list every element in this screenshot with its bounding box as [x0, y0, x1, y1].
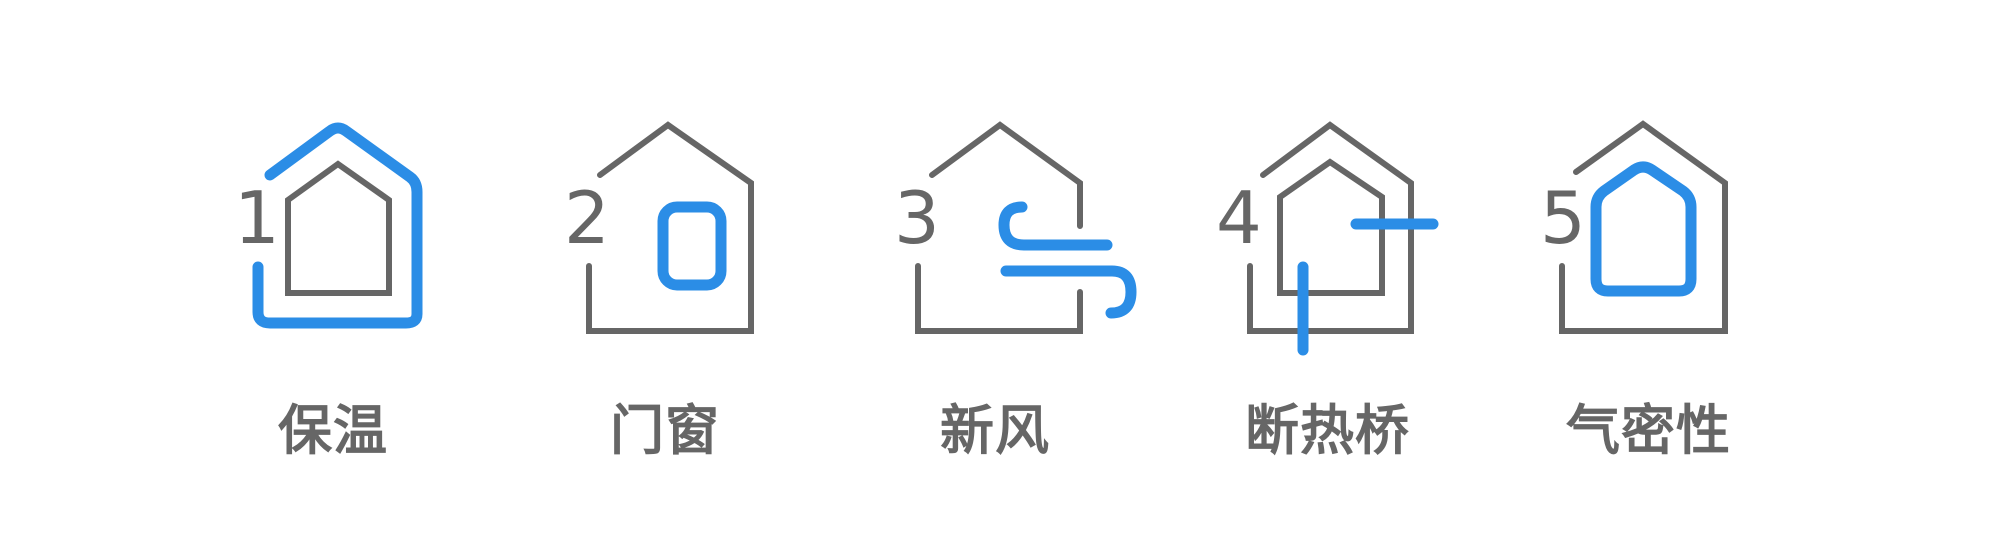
- feature-number: 5: [1540, 176, 1586, 260]
- feature-number: 3: [894, 176, 940, 260]
- house-window-icon: [586, 121, 754, 334]
- house-thermal-bridge-icon: [1247, 121, 1439, 356]
- house-airtightness-icon: [1559, 120, 1728, 334]
- feature-number: 4: [1216, 176, 1262, 260]
- house-ventilation-icon: [915, 121, 1137, 334]
- feature-number: 1: [234, 176, 280, 260]
- feature-label: 气密性: [1566, 399, 1731, 462]
- feature-label: 新风: [940, 399, 1050, 462]
- feature-airtightness: 5 气密性: [1530, 0, 1830, 553]
- feature-fresh-air: 3 新风: [880, 0, 1180, 553]
- feature-thermal-bridge: 4 断热桥: [1210, 0, 1510, 553]
- house-insulation-icon: [252, 122, 423, 329]
- feature-insulation: 1 保温: [220, 0, 520, 553]
- feature-label: 保温: [278, 399, 388, 462]
- feature-label: 断热桥: [1245, 399, 1410, 462]
- feature-number: 2: [564, 176, 610, 260]
- feature-windows: 2 门窗: [550, 0, 850, 553]
- feature-label: 门窗: [610, 399, 720, 462]
